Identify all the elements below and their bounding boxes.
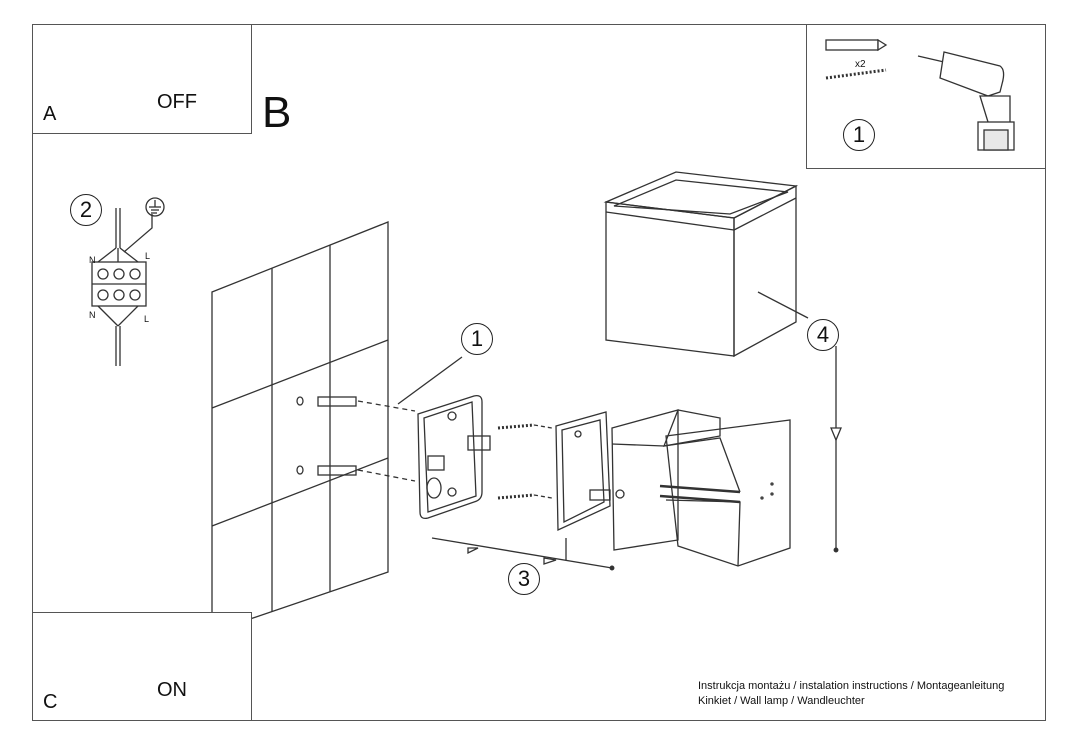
caption-line-1: Instrukcja montażu / instalation instruc…	[698, 680, 1005, 692]
step-a-panel: A OFF	[32, 24, 252, 134]
ground-icon	[145, 197, 165, 217]
mounting-bracket	[555, 411, 625, 532]
step-c-letter: C	[43, 691, 58, 713]
callout-assembly: 3	[508, 563, 540, 595]
callout-cover: 4	[807, 319, 839, 351]
anchor-and-screw-icon	[825, 38, 888, 80]
wiring-diagram	[91, 197, 165, 366]
lamp-cover	[603, 171, 809, 358]
lamp-body	[611, 409, 791, 567]
instruction-sheet-frame	[32, 24, 1046, 721]
neutral-bottom-label: N	[89, 310, 96, 320]
live-bottom-label: L	[144, 314, 150, 324]
wiring-step-number: 2	[70, 194, 102, 226]
tools-step-number: 1	[843, 119, 875, 151]
wall-panel	[211, 221, 389, 633]
on-label: ON	[157, 679, 187, 701]
wall-screws	[296, 396, 416, 482]
neutral-top-label: N	[89, 255, 96, 265]
step-b-label: B	[262, 88, 292, 137]
anchor-count: x2	[855, 59, 866, 70]
bracket-screws	[497, 423, 553, 500]
mounting-plate	[397, 356, 491, 520]
live-top-label: L	[145, 251, 151, 261]
drill-icon	[917, 51, 1015, 151]
step-a-letter: A	[43, 103, 57, 125]
callout-mount-plate: 1	[461, 323, 493, 355]
assembly-arrows	[431, 537, 615, 571]
tools-panel: x2 1	[806, 24, 1046, 169]
step-c-panel: C ON	[32, 612, 252, 721]
caption-line-2: Kinkiet / Wall lamp / Wandleuchter	[698, 695, 865, 707]
cover-arrow	[830, 346, 842, 553]
off-label: OFF	[157, 91, 197, 113]
